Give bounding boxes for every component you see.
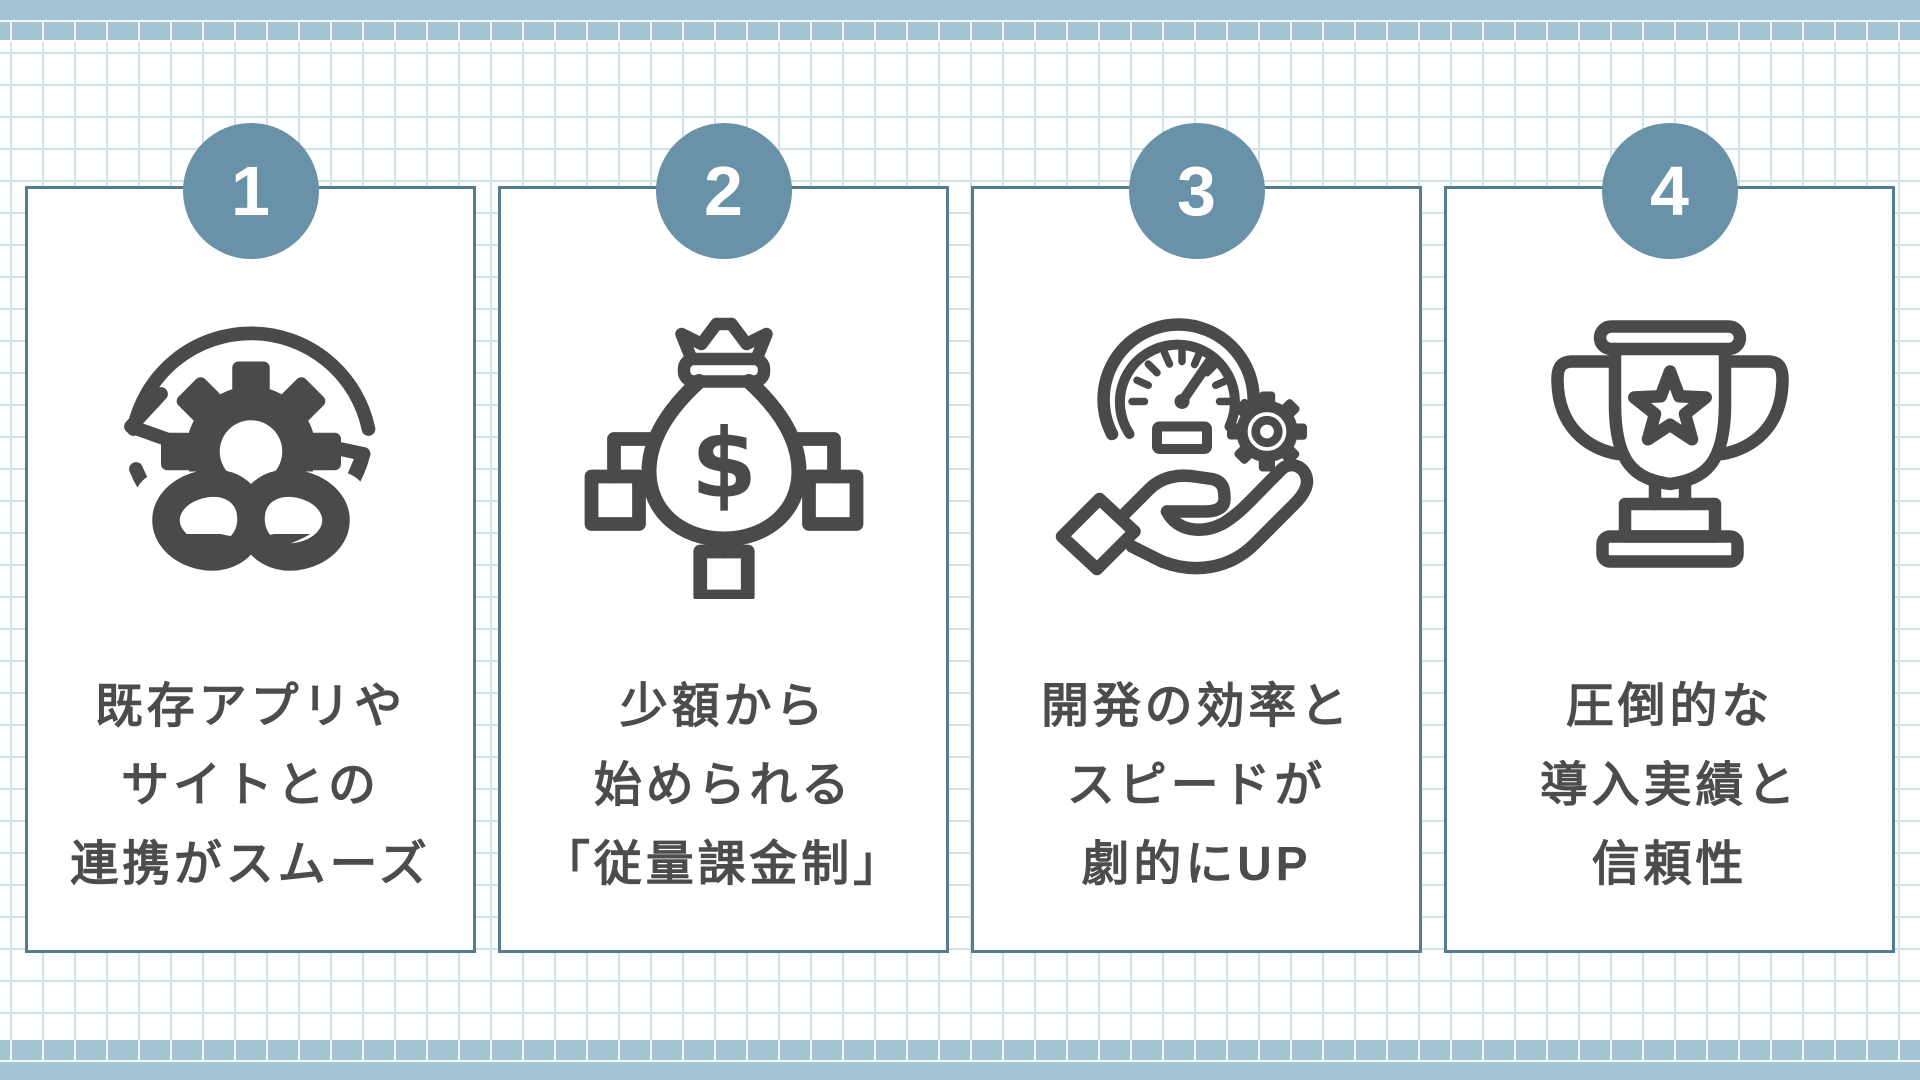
card-caption: 圧倒的な 導入実績と 信頼性 [1447, 667, 1892, 904]
trophy-star-icon [1550, 320, 1789, 568]
card-icon-area: $ [501, 289, 946, 609]
top-accent-band [0, 0, 1920, 40]
speedometer-hand-gear-icon [1055, 318, 1313, 576]
step-number-badge-4: 4 [1601, 123, 1738, 259]
sync-gear-infinity-icon [123, 326, 375, 571]
step-number-badge-3: 3 [1128, 123, 1265, 259]
step-number: 3 [1177, 152, 1216, 230]
card-icon-area [974, 289, 1419, 609]
feature-card-2: 2 $ 少額から 始められる 「従量課金制」 [498, 123, 949, 953]
caption-line: 導入実績と [1539, 759, 1800, 812]
caption-line: 信頼性 [1591, 838, 1748, 891]
star-glyph [1627, 365, 1712, 446]
caption-line: 「従量課金制」 [542, 838, 905, 891]
card-caption: 開発の効率と スピードが 劇的にUP [974, 667, 1419, 904]
feature-card-4: 4 圧倒的な 導入実績と 信頼性 [1444, 123, 1895, 953]
step-number: 2 [704, 152, 743, 230]
feature-card-3: 3 [971, 123, 1422, 953]
step-number: 4 [1650, 152, 1689, 230]
card-icon-area [28, 289, 473, 609]
caption-line: 開発の効率と [1040, 680, 1353, 733]
money-bag-flowchart-icon: $ [584, 317, 863, 599]
bottom-accent-band [0, 1040, 1920, 1080]
caption-line: 少額から [619, 680, 828, 733]
caption-line: 始められる [593, 759, 854, 812]
caption-line: 圧倒的な [1565, 680, 1774, 733]
feature-card-1: 1 [25, 123, 476, 953]
caption-line: スピードが [1066, 759, 1327, 812]
card-caption: 既存アプリや サイトとの 連携がスムーズ [28, 667, 473, 904]
dollar-sign: $ [690, 410, 756, 520]
step-number: 1 [231, 152, 270, 230]
caption-line: 劇的にUP [1081, 838, 1312, 891]
card-icon-area [1447, 289, 1892, 609]
step-number-badge-1: 1 [182, 123, 319, 259]
card-caption: 少額から 始められる 「従量課金制」 [501, 667, 946, 904]
caption-line: 連携がスムーズ [70, 838, 431, 891]
caption-line: サイトとの [121, 759, 380, 812]
caption-line: 既存アプリや [94, 680, 407, 733]
step-number-badge-2: 2 [655, 123, 792, 259]
